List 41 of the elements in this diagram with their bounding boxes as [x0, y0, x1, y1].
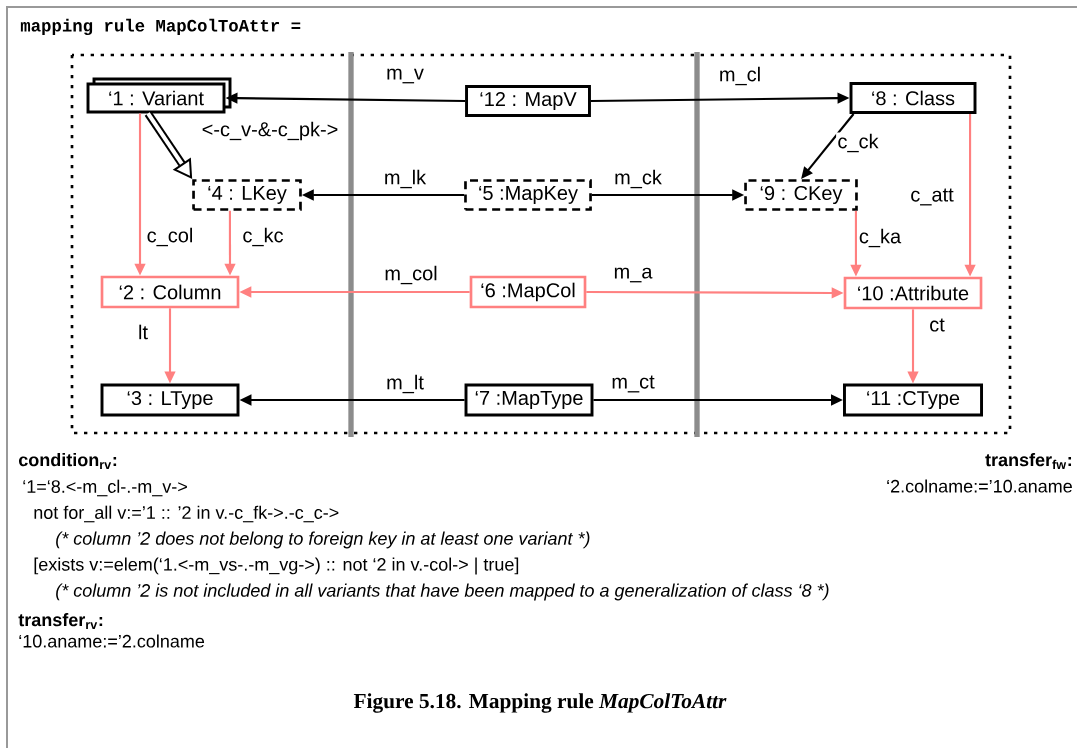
edge-label: <-c_v-&-c_pk-> — [200, 120, 340, 142]
key-box: ‘9 : CKey — [744, 179, 858, 211]
rule-text: ‘2.colname:=’10.aname — [887, 479, 1072, 493]
edge-label: m_col — [383, 264, 439, 286]
edge-label: c_att — [909, 187, 955, 207]
section-heading: transfer$_{fw}$: — [985, 453, 1071, 469]
edge-label: ct — [927, 317, 947, 333]
object-box: ‘7 :MapType — [464, 383, 594, 417]
edge-label: m_ck — [612, 168, 664, 190]
edge-label: lt — [136, 323, 150, 341]
arrow — [801, 113, 855, 179]
edge-label: m_v — [384, 67, 426, 85]
rule-text: not for_all v:=’1 :: ’2 in v.-c_fk->.-c_c-> — [34, 505, 339, 523]
object-box: ‘12 : MapV — [465, 85, 591, 117]
key-box: ‘4 : LKey — [192, 179, 302, 211]
rule-text: [exists v:=elem(‘1.<-m_vs-.-m_vg->) :: not ‘2 in v.-col-> | true] — [34, 557, 519, 575]
edge-label: m_ct — [610, 374, 656, 394]
object-box: ‘6 :MapCol — [469, 275, 587, 309]
object-box: ‘11 :CType — [843, 383, 983, 417]
object-box: ‘2 : Column — [100, 275, 240, 309]
rule-text: ‘1=‘8.<-m_cl-.-m_v-> — [23, 479, 187, 497]
key-box: ‘5 :MapKey — [464, 179, 592, 211]
figure-caption: Figure 5.18. Mapping rule MapColToAttr — [353, 693, 727, 713]
object-box: ‘8 : Class — [849, 82, 977, 114]
edge-label: c_col — [145, 226, 195, 248]
section-heading: condition$_{rv}$: — [19, 453, 117, 469]
edge-label: m_lk — [382, 168, 428, 190]
edge-label: m_lt — [384, 373, 426, 395]
section-heading: transfer$_{rv}$: — [18, 613, 103, 629]
comment-text: (* column ’2 is not included in all variants that have been mapped to a generalization of class ‘8 *) — [56, 583, 829, 601]
edge-label: c_kc — [241, 226, 285, 248]
object-box: ‘10 :Attribute — [843, 276, 983, 310]
rule-heading: mapping rule MapColToAttr = — [20, 18, 301, 36]
object-box: ‘1 : Variant — [86, 77, 232, 114]
object-box: ‘3 : LType — [100, 383, 240, 417]
edge-label: m_a — [612, 266, 654, 284]
edge-label: c_ck — [836, 132, 880, 154]
edge-label: c_ka — [857, 227, 903, 249]
rule-text: ‘10.aname:=’2.colname — [19, 634, 205, 648]
edge-label: m_cl — [717, 65, 763, 87]
comment-text: (* column ’2 does not belong to foreign key in at least one variant *) — [56, 531, 590, 549]
